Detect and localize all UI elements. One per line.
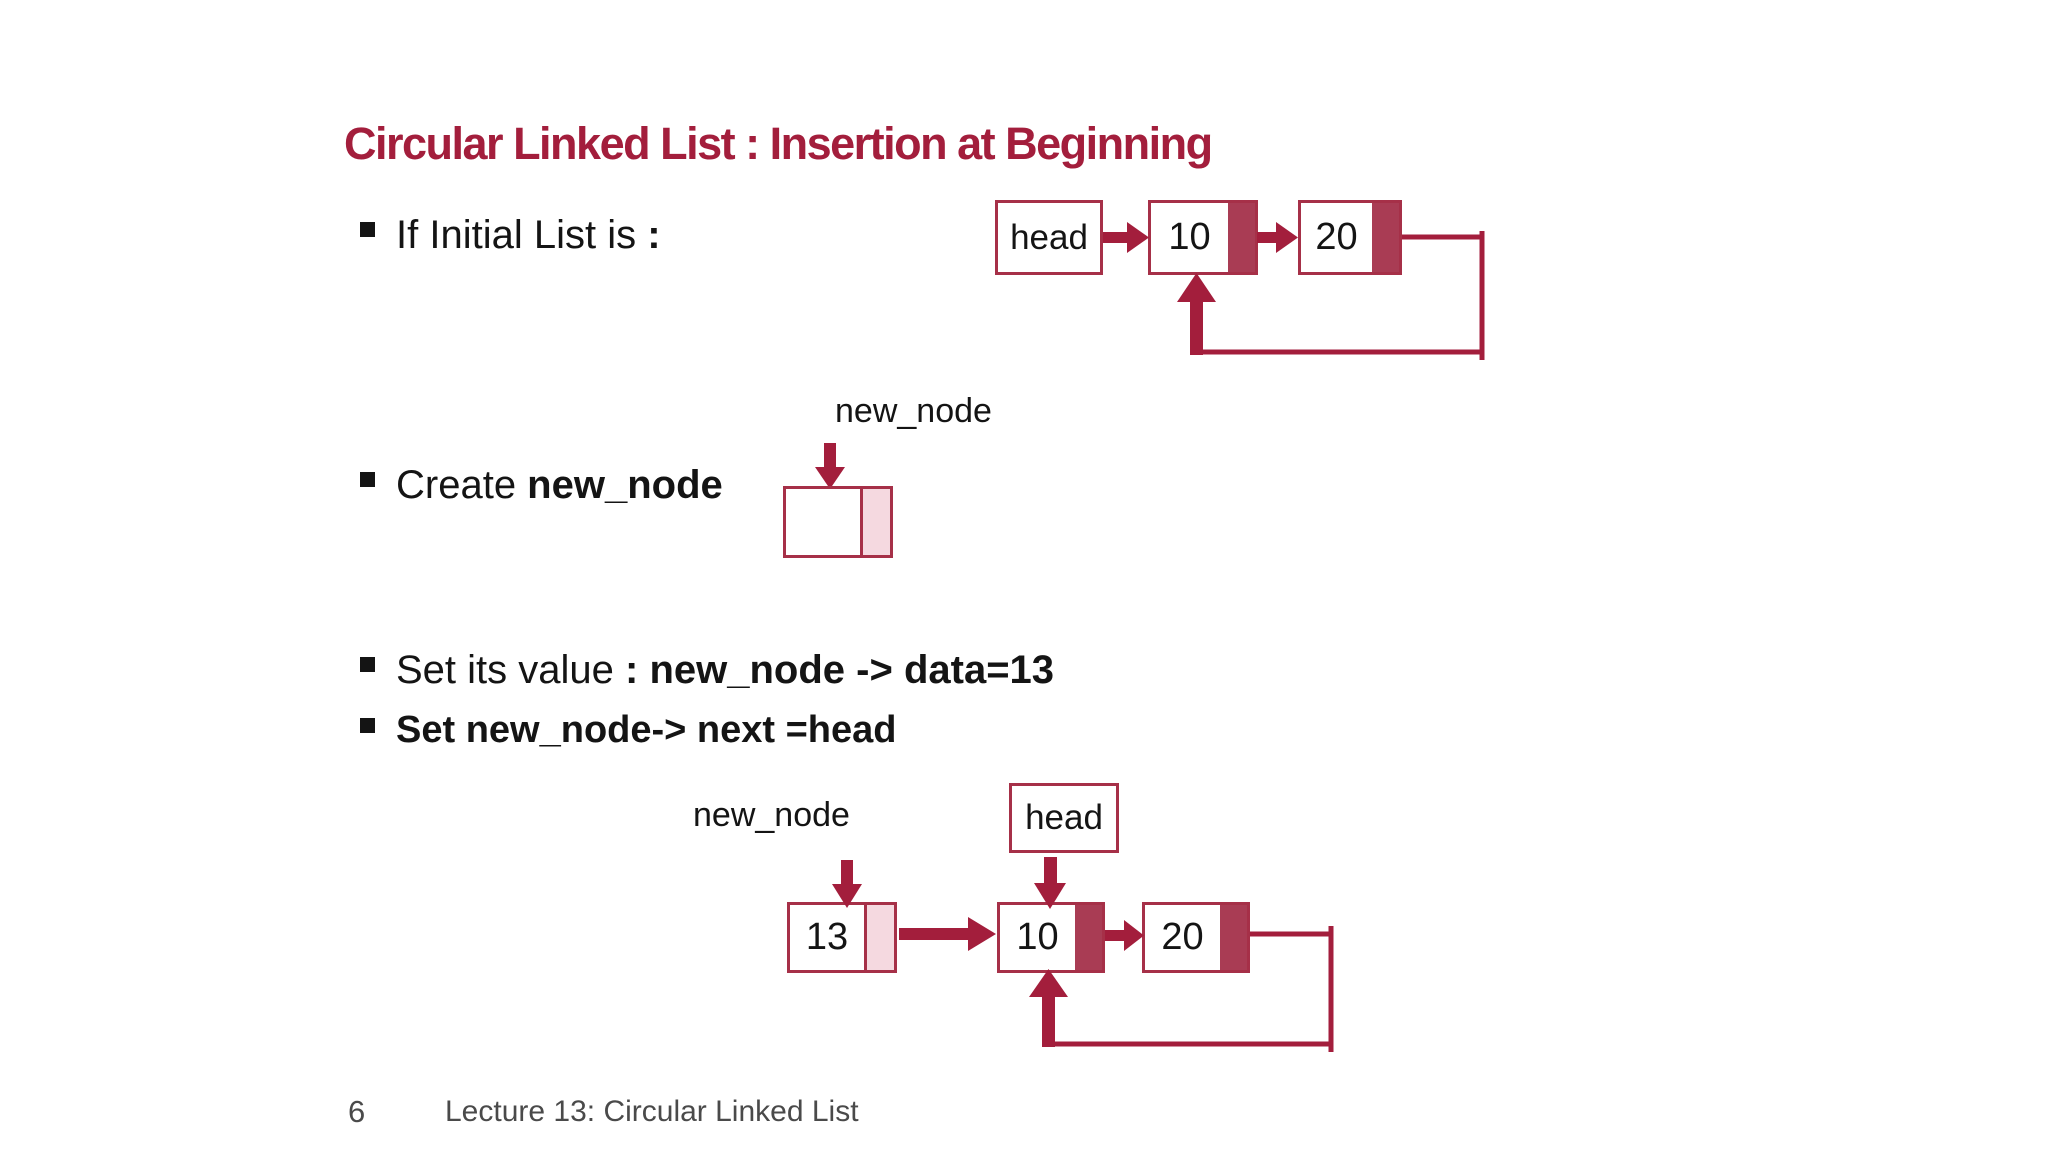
footer-text: Lecture 13: Circular Linked List xyxy=(445,1095,859,1128)
bullet-square-icon xyxy=(360,657,375,672)
diagram-insertion: new_node head 13 10 20 xyxy=(680,780,1400,1080)
new-node-label: new_node xyxy=(693,796,850,834)
circular-link-line xyxy=(1197,231,1485,360)
diagram-new-node: new_node xyxy=(780,390,1060,570)
arrow-down-icon xyxy=(1034,857,1066,909)
bullet-text: Create new_node xyxy=(396,463,723,507)
node-value: 10 xyxy=(1168,216,1211,258)
node-10: 10 xyxy=(997,902,1105,973)
diagram-arrows-layer xyxy=(1103,222,1485,360)
arrow-up-icon xyxy=(1177,273,1216,355)
bullet-set-next: Set new_node-> next =head xyxy=(360,706,896,754)
node-20: 20 xyxy=(1142,902,1250,973)
next-pointer-field xyxy=(1075,905,1102,970)
arrow-down-icon xyxy=(832,860,862,908)
bullet-set-value: Set its value : new_node -> data=13 xyxy=(360,644,1054,696)
bullet-text: If Initial List is : xyxy=(396,213,661,257)
arrow-right-icon xyxy=(1105,920,1144,951)
arrow-right-icon xyxy=(1257,222,1298,253)
node-value: 10 xyxy=(1016,916,1059,958)
bullet-initial-list: If Initial List is : xyxy=(360,209,661,261)
next-pointer-field xyxy=(864,905,894,970)
next-pointer-field xyxy=(1220,905,1247,970)
diagram-arrows-layer xyxy=(815,443,845,489)
diagram-arrows-layer xyxy=(832,857,1334,1052)
head-label: head xyxy=(1010,217,1088,257)
arrow-up-icon xyxy=(1029,969,1068,1047)
slide-title: Circular Linked List : Insertion at Begi… xyxy=(344,118,1213,169)
node-13: 13 xyxy=(787,902,897,973)
bullet-square-icon xyxy=(360,718,375,733)
bullet-square-icon xyxy=(360,472,375,487)
next-pointer-field xyxy=(1372,203,1399,272)
arrow-down-icon xyxy=(815,443,845,489)
node-value xyxy=(786,489,860,555)
node-value: 20 xyxy=(1315,216,1358,258)
new-node-label: new_node xyxy=(835,392,992,430)
arrow-right-icon xyxy=(899,917,996,951)
node-value: 13 xyxy=(805,916,849,958)
next-pointer-field xyxy=(1228,203,1255,272)
bullet-create-new-node: Create new_node xyxy=(360,459,723,511)
arrow-right-icon xyxy=(1103,222,1149,253)
head-pointer-box: head xyxy=(995,200,1103,275)
bullet-square-icon xyxy=(360,222,375,237)
node-value: 20 xyxy=(1161,916,1204,958)
node-20: 20 xyxy=(1298,200,1402,275)
bullet-text: Set new_node-> next =head xyxy=(396,709,897,751)
circular-link-line xyxy=(1049,926,1334,1052)
head-label: head xyxy=(1025,798,1103,837)
head-pointer-box: head xyxy=(1009,783,1119,853)
page-number: 6 xyxy=(348,1094,366,1129)
bullet-text: Set its value : new_node -> data=13 xyxy=(396,648,1055,692)
next-pointer-field-empty xyxy=(860,489,890,555)
node-10: 10 xyxy=(1148,200,1258,275)
diagram-initial-list: head 10 20 xyxy=(990,195,1500,370)
new-node-box xyxy=(783,486,893,558)
